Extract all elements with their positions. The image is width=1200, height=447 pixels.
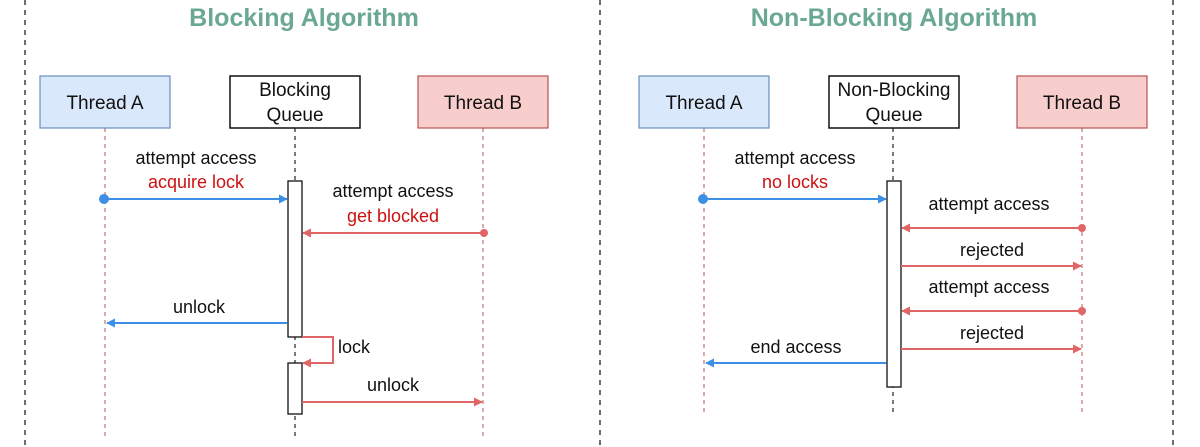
nb-msg6-label: end access — [750, 337, 841, 357]
thread-b-box — [417, 75, 549, 129]
msg2-label-line2: get blocked — [347, 206, 439, 226]
non-blocking-panel: Non-Blocking Algorithm Thread A Non-Bloc… — [638, 4, 1148, 412]
non-blocking-queue-label-line2: Queue — [865, 105, 922, 126]
msg4-self-arrow — [302, 336, 334, 368]
blocking-queue-label-line1: Blocking — [259, 80, 331, 101]
non-blocking-queue-label-line1: Non-Blocking — [838, 80, 951, 101]
msg5-label: unlock — [367, 375, 420, 395]
blocking-panel: Blocking Algorithm Thread A Blocking Que… — [39, 4, 549, 438]
msg3-label: unlock — [173, 297, 226, 317]
queue-activation-1 — [287, 180, 303, 338]
thread-b-label: Thread B — [444, 93, 522, 114]
nb-msg4-label: attempt access — [928, 277, 1049, 297]
blocking-queue-box — [229, 75, 361, 129]
msg1-label-line2: acquire lock — [148, 172, 245, 192]
blocking-queue-label-line2: Queue — [266, 105, 323, 126]
nb-msg1-label-line1: attempt access — [734, 148, 855, 168]
non-blocking-queue-box — [828, 75, 960, 129]
thread-a-box — [39, 75, 171, 129]
nb-thread-b-box — [1016, 75, 1148, 129]
msg4-label: lock — [338, 337, 371, 357]
nb-msg5-label: rejected — [960, 323, 1024, 343]
nb-thread-a-box — [638, 75, 770, 129]
msg2-label-line1: attempt access — [332, 181, 453, 201]
msg1-label-line1: attempt access — [135, 148, 256, 168]
nb-queue-activation — [886, 180, 902, 388]
blocking-title: Blocking Algorithm — [189, 4, 419, 32]
thread-a-label: Thread A — [66, 93, 143, 114]
nb-thread-a-label: Thread A — [665, 93, 742, 114]
nb-msg1-label-line2: no locks — [762, 172, 828, 192]
nb-msg3-label: rejected — [960, 240, 1024, 260]
nb-thread-b-label: Thread B — [1043, 93, 1121, 114]
non-blocking-title: Non-Blocking Algorithm — [751, 4, 1038, 32]
nb-msg2-label: attempt access — [928, 194, 1049, 214]
queue-activation-2 — [287, 362, 303, 415]
